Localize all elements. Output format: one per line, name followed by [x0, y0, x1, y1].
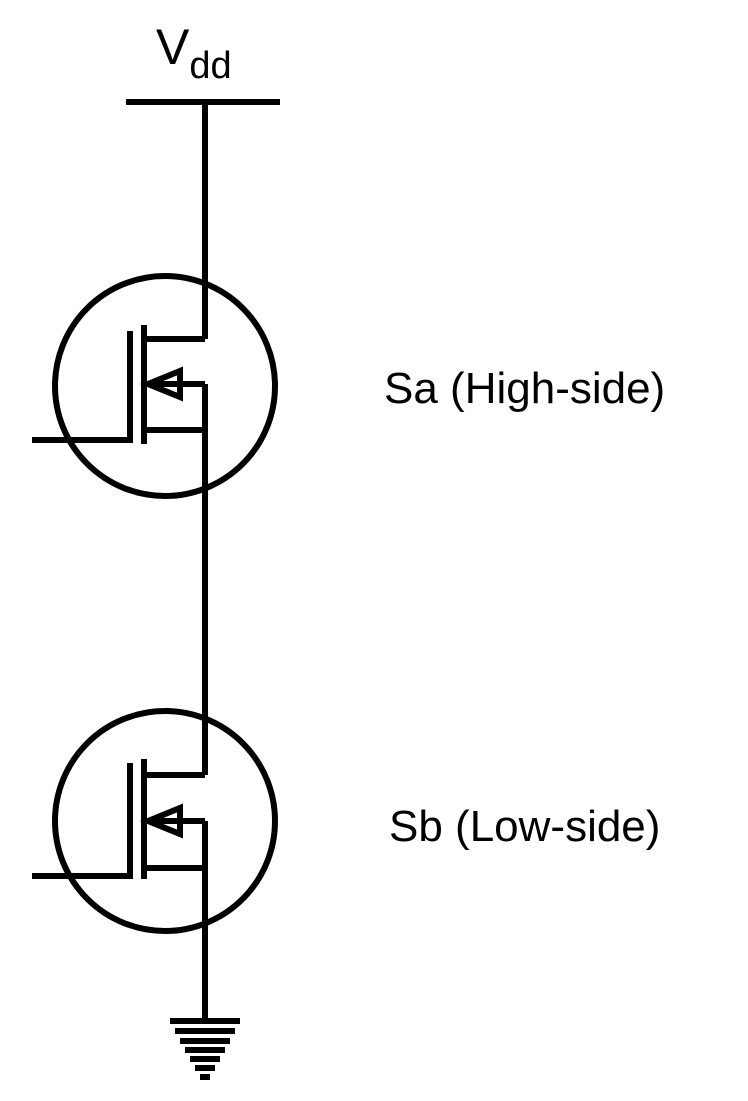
mosfet-sb-gate-lead	[32, 763, 133, 879]
mosfet-sa	[32, 273, 278, 499]
ground-symbol	[170, 1018, 240, 1080]
mosfet-sa-body	[52, 273, 278, 499]
sa-label: Sa (High-side)	[384, 364, 665, 413]
mosfet-sa-gate-lead	[32, 331, 133, 443]
mosfet-sb	[32, 708, 278, 934]
vdd-label: Vdd	[156, 19, 232, 87]
mosfet-sb-body	[52, 708, 278, 934]
vdd-label-subscript: dd	[189, 45, 231, 87]
sb-label: Sb (Low-side)	[389, 802, 660, 851]
mosfet-sb-arrow	[140, 803, 183, 839]
mosfet-sa-arrow	[140, 366, 183, 402]
vdd-label-main: V	[156, 19, 190, 75]
